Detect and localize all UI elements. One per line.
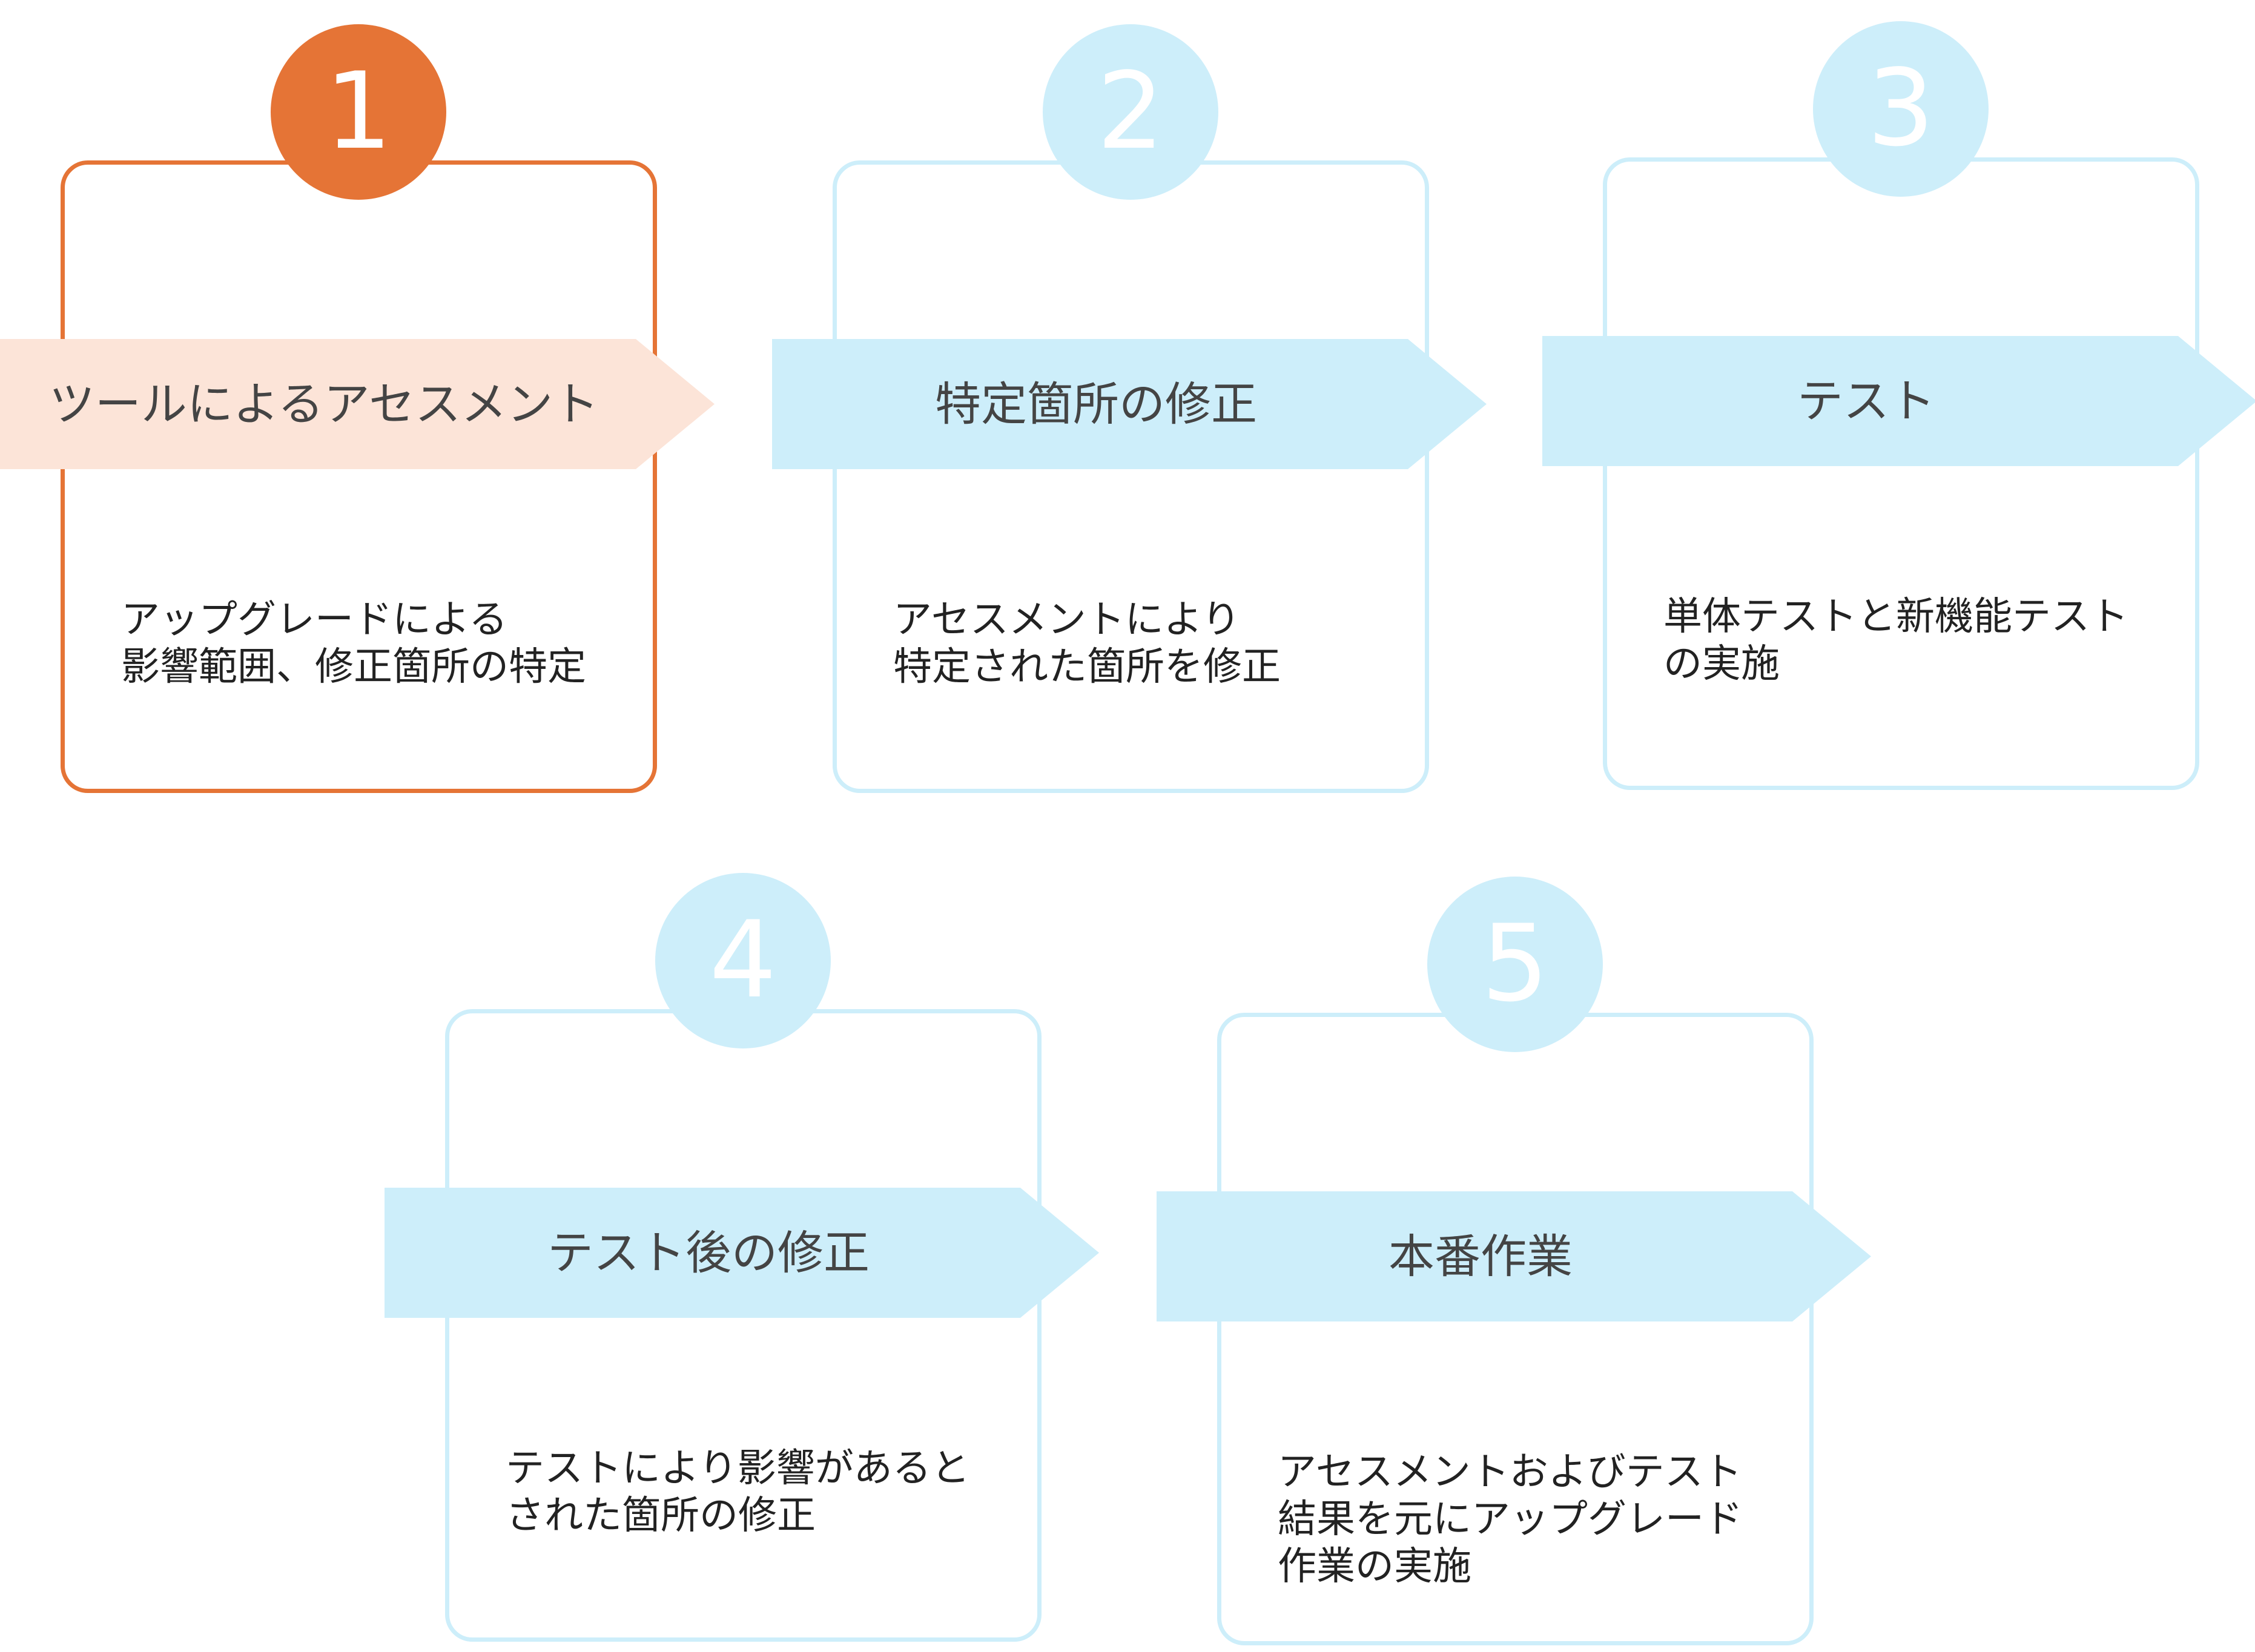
step-description-line: の実施 xyxy=(1663,642,1780,686)
step-description-line: された箇所の修正 xyxy=(506,1493,816,1538)
step-title: テスト後の修正 xyxy=(547,1226,870,1280)
step-card xyxy=(833,160,1429,793)
step-1: 1 ツールによるアセスメント アップグレードによる 影響範囲、修正箇所の特定 xyxy=(0,24,715,793)
step-card xyxy=(61,160,657,793)
step-description-line: アップグレードによる xyxy=(121,597,508,642)
step-title: 本番作業 xyxy=(1388,1229,1573,1283)
step-2: 2 特定箇所の修正 アセスメントにより 特定された箇所を修正 xyxy=(772,24,1487,793)
arrow-banner-shape xyxy=(385,1188,1099,1318)
step-number-badge: 2 xyxy=(1043,24,1218,200)
step-title: 特定箇所の修正 xyxy=(935,377,1257,431)
step-description-line: アセスメントにより xyxy=(893,597,1241,642)
step-description: 単体テストと新機能テスト の実施 xyxy=(1663,593,2184,688)
step-description-line: 影響範囲、修正箇所の特定 xyxy=(121,645,586,689)
step-3: 3 テスト 単体テストと新機能テスト の実施 xyxy=(1542,21,2255,790)
step-description-line: 作業の実施 xyxy=(1278,1544,1471,1589)
step-title-banner: テスト xyxy=(1542,336,2255,466)
step-number-badge: 3 xyxy=(1813,21,1989,197)
arrow-banner-shape xyxy=(0,339,715,469)
arrow-banner-shape xyxy=(1542,336,2255,466)
step-title-banner: テスト後の修正 xyxy=(385,1188,1099,1318)
step-title: ツールによるアセスメント xyxy=(48,377,599,431)
step-card xyxy=(1603,157,2199,790)
step-description: アップグレードによる 影響範囲、修正箇所の特定 xyxy=(121,596,642,691)
step-card xyxy=(445,1009,1042,1642)
step-5: 5 本番作業 アセスメントおよびテスト 結果を元にアップグレード 作業の実施 xyxy=(1157,877,1871,1645)
step-description-line: テストにより影響があると xyxy=(506,1446,970,1491)
step-description-line: 特定された箇所を修正 xyxy=(893,645,1281,689)
arrow-banner-shape xyxy=(772,339,1487,469)
step-4: 4 テスト後の修正 テストにより影響があると された箇所の修正 xyxy=(385,873,1099,1642)
step-title-banner: 本番作業 xyxy=(1157,1191,1871,1321)
step-title-banner: 特定箇所の修正 xyxy=(772,339,1487,469)
step-number-badge: 4 xyxy=(655,873,831,1048)
arrow-banner-shape xyxy=(1157,1191,1871,1321)
step-title-banner: ツールによるアセスメント xyxy=(0,339,715,469)
step-number-badge: 1 xyxy=(271,24,446,200)
step-description-line: 結果を元にアップグレード xyxy=(1278,1497,1743,1542)
step-description: アセスメントおよびテスト 結果を元にアップグレード 作業の実施 xyxy=(1278,1449,1798,1590)
step-description-line: アセスメントおよびテスト xyxy=(1278,1450,1742,1495)
step-number-badge: 5 xyxy=(1427,877,1603,1052)
step-description: テストにより影響があると された箇所の修正 xyxy=(506,1445,1026,1539)
step-description: アセスメントにより 特定された箇所を修正 xyxy=(893,596,1414,691)
step-card xyxy=(1217,1013,1814,1645)
step-title: テスト xyxy=(1797,374,1935,428)
step-description-line: 単体テストと新機能テスト xyxy=(1663,594,2128,639)
